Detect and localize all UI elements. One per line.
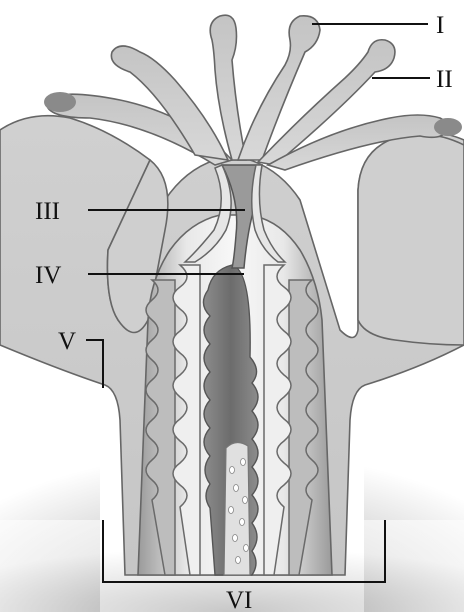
right-wall	[358, 134, 464, 345]
label-II: II	[436, 66, 453, 93]
tentacle-center-right	[238, 16, 320, 160]
label-V: V	[58, 328, 76, 355]
tentacle-tip-far-right	[434, 118, 462, 136]
label-IV: IV	[35, 262, 61, 289]
label-I: I	[436, 12, 444, 39]
label-III: III	[35, 198, 60, 225]
label-VI: VI	[226, 587, 252, 612]
tentacle-tip-far-left	[44, 92, 76, 112]
inner-filament	[224, 442, 250, 575]
